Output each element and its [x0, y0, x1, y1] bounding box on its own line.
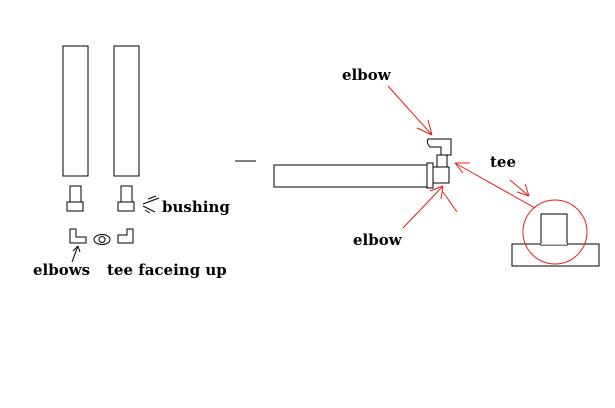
arrow-elbow-bottom	[402, 185, 444, 229]
label-elbow-top: elbow	[342, 66, 392, 84]
tee-base	[511, 243, 600, 267]
label-tee-facing-up: tee faceing up	[107, 261, 227, 279]
assembly-group	[235, 138, 452, 189]
elbow-fitting	[426, 138, 452, 156]
bushing-right	[117, 185, 135, 212]
elbows-pointer-arrow	[71, 245, 81, 263]
arrowhead-elbow-bottom	[429, 185, 444, 200]
tee-detail-group	[511, 199, 600, 267]
tee-fitting	[432, 166, 450, 184]
label-elbow-bottom: elbow	[353, 231, 403, 249]
red-annotations	[387, 85, 536, 229]
bushing-left	[66, 185, 84, 212]
arrow-tee	[454, 162, 536, 209]
red-stroke-short	[442, 191, 458, 213]
label-elbows: elbows	[33, 261, 90, 279]
pipe-collar	[426, 162, 434, 189]
bushing-fitting	[436, 154, 448, 168]
tee-highlight-circle	[522, 199, 588, 265]
arrowhead-elbow-top	[416, 119, 433, 136]
arrowhead-tee	[454, 162, 470, 174]
label-bushing: bushing	[162, 198, 230, 216]
arrowhead-tee-label	[516, 183, 530, 197]
left-parts-group	[62, 45, 160, 263]
tee-piece-small	[93, 234, 111, 245]
arrow-elbow-top	[387, 85, 433, 136]
bushing-pointer-lower	[142, 205, 156, 214]
label-tee: tee	[490, 153, 516, 171]
horizontal-pipe	[273, 164, 428, 188]
pipe-left	[62, 45, 89, 177]
elbow-piece-left	[69, 228, 87, 244]
arrow-tee-label	[509, 179, 530, 197]
tee-branch	[540, 213, 568, 246]
bushing-pointer-upper	[142, 195, 160, 205]
pipe-right	[113, 45, 140, 177]
elbow-piece-right	[117, 228, 134, 244]
